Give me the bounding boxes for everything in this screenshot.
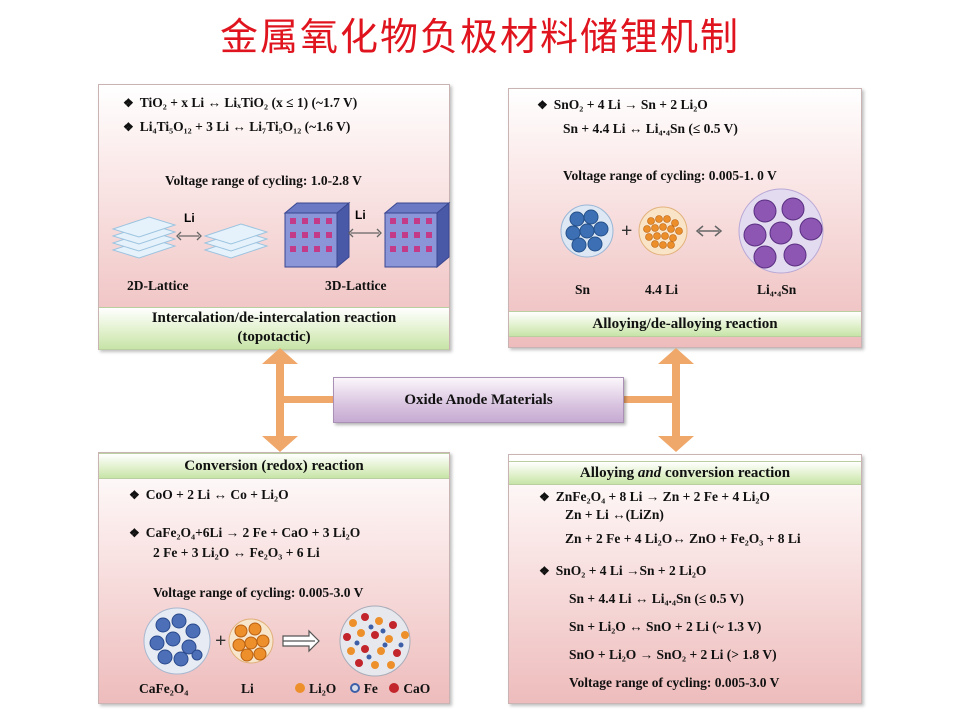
- alloying-header: Alloying/de-alloying reaction: [509, 311, 861, 337]
- arrow-down-right-icon: [658, 436, 694, 452]
- conversion-voltage: Voltage range of cycling: 0.005-3.0 V: [153, 585, 364, 600]
- cao-legend-icon: [389, 683, 400, 693]
- conversion-reaction-icon: +: [143, 605, 411, 677]
- li-label-2: Li: [355, 208, 366, 222]
- conversion-cafe-label: CaFe₂O₄: [139, 681, 189, 696]
- alloying-eq2: Sn + 4.4 Li ↔ Li₄.₄Sn (≤ 0.5 V): [563, 121, 738, 136]
- conversion-fe-label: Fe: [363, 681, 378, 696]
- alloy-conversion-header: Alloying and conversion reaction: [509, 461, 861, 485]
- alloy-conv-eq5: Sn + 4.4 Li ↔ Li₄.₄Sn (≤ 0.5 V): [569, 591, 744, 606]
- intercalation-voltage: Voltage range of cycling: 1.0-2.8 V: [165, 173, 362, 188]
- conversion-eq3: 2 Fe + 3 Li₂O ↔ Fe₂O₃ + 6 Li: [153, 545, 320, 560]
- conversion-header: Conversion (redox) reaction: [99, 453, 449, 479]
- alloying-panel: ❖ SnO₂ + 4 Li → Sn + 2 Li₂O Sn + 4.4 Li ↔…: [508, 88, 862, 348]
- page-title: 金属氧化物负极材料储锂机制: [219, 15, 740, 59]
- alloying-eq1: SnO₂ + 4 Li → Sn + 2 Li₂O: [553, 97, 708, 112]
- bullet-icon: ❖: [129, 488, 140, 502]
- lattice-2d-icon: Li: [111, 211, 269, 259]
- bullet-icon: ❖: [539, 490, 550, 504]
- bullet-icon: ❖: [537, 98, 548, 112]
- alloy-conv-eq4: SnO₂ + 4 Li →Sn + 2 Li₂O: [555, 563, 707, 578]
- alloy-conv-eq1: ZnFe₂O₄ + 8 Li → Zn + 2 Fe + 4 Li₂O: [555, 489, 770, 504]
- li2o-legend-icon: [295, 683, 305, 693]
- conversion-cao-label: CaO: [403, 681, 431, 696]
- arrow-up-left-icon: [262, 348, 298, 364]
- bullet-icon: ❖: [129, 526, 140, 540]
- conversion-eq1: CoO + 2 Li ↔ Co + Li₂O: [145, 487, 289, 502]
- arrow-down-left-icon: [262, 436, 298, 452]
- conversion-panel: Conversion (redox) reaction ❖ CoO + 2 Li …: [98, 452, 450, 704]
- alloying-product-label: Li₄.₄Sn: [757, 282, 797, 297]
- svg-text:+: +: [215, 630, 226, 652]
- conversion-li2o-label: Li₂O: [309, 681, 337, 696]
- alloying-li-label: 4.4 Li: [645, 282, 679, 297]
- fe-legend-icon: [349, 683, 360, 693]
- alloying-voltage: Voltage range of cycling: 0.005-1. 0 V: [563, 168, 777, 183]
- alloy-conv-eq6: Sn + Li₂O ↔ SnO + 2 Li (~ 1.3 V): [569, 619, 762, 634]
- alloy-conv-eq7: SnO + Li₂O → SnO₂ + 2 Li (> 1.8 V): [569, 647, 777, 662]
- lattice-3d-label: 3D-Lattice: [325, 278, 387, 293]
- bullet-icon: ❖: [123, 120, 134, 134]
- intercalation-eq1: TiO₂ + x Li ↔ LiₓTiO₂ (x ≤ 1) (~1.7 V): [139, 95, 358, 110]
- lattice-3d-icon: Li: [283, 201, 451, 269]
- alloy-conv-voltage: Voltage range of cycling: 0.005-3.0 V: [569, 675, 780, 690]
- oxide-anode-materials-box: Oxide Anode Materials: [333, 377, 624, 423]
- bullet-icon: ❖: [123, 96, 134, 110]
- intercalation-header: Intercalation/de-intercalation reaction …: [99, 307, 449, 350]
- intercalation-eq2: Li₄Ti₅O₁₂ + 3 Li ↔ Li₇Ti₅O₁₂ (~1.6 V): [139, 119, 351, 134]
- connector-right-vertical: [672, 360, 680, 440]
- intercalation-panel: ❖TiO₂ + x Li ↔ LiₓTiO₂ (x ≤ 1) (~1.7 V) …: [98, 84, 451, 350]
- lattice-2d-label: 2D-Lattice: [127, 278, 189, 293]
- connector-right-horizontal: [622, 396, 676, 403]
- bullet-icon: ❖: [539, 564, 550, 578]
- connector-left-horizontal: [280, 396, 334, 403]
- li-label-1: Li: [184, 211, 195, 225]
- alloy-conv-eq3: Zn + 2 Fe + 4 Li₂O↔ ZnO + Fe₂O₃ + 8 Li: [565, 531, 801, 546]
- conversion-li-label: Li: [241, 681, 254, 696]
- svg-text:+: +: [621, 220, 632, 242]
- alloy-conv-eq2: Zn + Li ↔(LiZn): [565, 507, 664, 522]
- alloying-reaction-icon: +: [560, 188, 824, 274]
- alloy-conversion-panel: Alloying and conversion reaction ❖ ZnFe₂O…: [508, 454, 862, 704]
- alloying-sn-label: Sn: [575, 282, 591, 297]
- conversion-eq2: CaFe₂O₄+6Li → 2 Fe + CaO + 3 Li₂O: [145, 525, 361, 540]
- arrow-up-right-icon: [658, 348, 694, 364]
